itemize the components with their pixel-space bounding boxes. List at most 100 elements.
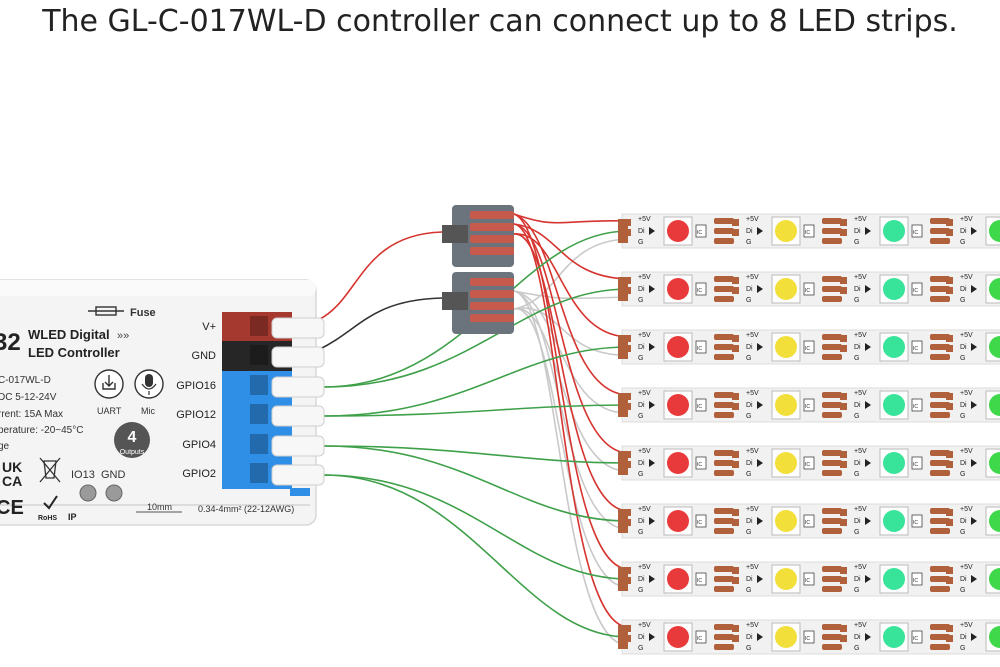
solder-pad	[624, 229, 631, 236]
pad-label-g: G	[960, 471, 965, 478]
connector-lever	[470, 247, 514, 255]
pad-label-5v: +5V	[960, 274, 973, 281]
ic-label: IC	[697, 346, 702, 352]
direction-arrow-icon	[971, 633, 977, 641]
pad-label-g: G	[960, 239, 965, 246]
pad-label-g: G	[638, 297, 643, 304]
resistor-pad	[714, 392, 734, 398]
strip-power-wire	[513, 213, 629, 224]
solder-pad	[946, 335, 953, 342]
led-light	[775, 336, 797, 358]
pad-label-di: Di	[960, 576, 967, 583]
pad-label-g: G	[960, 529, 965, 536]
ic-label: IC	[697, 230, 702, 236]
solder-pad	[946, 461, 953, 468]
solder-pad	[840, 219, 847, 226]
led-light	[667, 220, 689, 242]
rohs-label: RoHS	[38, 515, 57, 522]
direction-arrow-icon	[757, 401, 763, 409]
pad-label-5v: +5V	[746, 274, 759, 281]
pad-label-g: G	[746, 529, 751, 536]
ic-label: IC	[805, 346, 810, 352]
strip-end-pad	[618, 451, 628, 475]
resistor-pad	[822, 566, 842, 572]
resistor-pad	[930, 412, 950, 418]
resistor-pad	[714, 228, 734, 234]
resistor-pad	[930, 238, 950, 244]
resistor-pad	[714, 576, 734, 582]
ic-chip	[695, 282, 707, 296]
pad-label-g: G	[960, 587, 965, 594]
lever-connectors	[442, 205, 514, 334]
direction-arrow-icon	[865, 401, 871, 409]
pad-label-5v: +5V	[638, 390, 651, 397]
led-light	[989, 568, 1000, 590]
connector-lever	[470, 314, 514, 322]
solder-pad	[624, 519, 631, 526]
led-light	[775, 394, 797, 416]
outputs-count: 4	[128, 429, 137, 446]
direction-arrow-icon	[757, 517, 763, 525]
ic-chip	[695, 514, 707, 528]
ic-chip	[695, 224, 707, 238]
misc-spec: ge	[0, 441, 10, 452]
pad-label-di: Di	[746, 460, 753, 467]
resistor-pad	[822, 334, 842, 340]
solder-pad	[624, 625, 631, 632]
wire-spec: 0.34-4mm² (22-12AWG)	[198, 504, 294, 514]
pad-label-g: G	[746, 587, 751, 594]
resistor-pad	[714, 286, 734, 292]
solder-pad	[946, 635, 953, 642]
connector-lever	[470, 211, 514, 219]
terminal-lever	[271, 376, 325, 398]
pad-label-g: G	[638, 645, 643, 652]
pad-label-5v: +5V	[638, 506, 651, 513]
pad-label-5v: +5V	[746, 216, 759, 223]
pad-label-g: G	[960, 413, 965, 420]
solder-pad	[732, 345, 739, 352]
direction-arrow-icon	[865, 285, 871, 293]
rohs-check-icon	[43, 495, 58, 510]
pad-label-g: G	[638, 239, 643, 246]
pad-label-di: Di	[854, 518, 861, 525]
solder-pad	[840, 403, 847, 410]
ic-label: IC	[697, 462, 702, 468]
strip-ground-wire	[513, 290, 629, 530]
resistor-pad	[822, 644, 842, 650]
resistor-pad	[714, 354, 734, 360]
resistor-pad	[822, 624, 842, 630]
pad-label-g: G	[854, 587, 859, 594]
resistor-pad	[822, 238, 842, 244]
controller-title-line1: WLED Digital	[28, 327, 110, 342]
title-arrows: »»	[117, 330, 129, 342]
controller-title-line2: LED Controller	[28, 345, 120, 360]
direction-arrow-icon	[971, 517, 977, 525]
ic-label: IC	[913, 578, 918, 584]
resistor-pad	[822, 528, 842, 534]
solder-pad	[732, 509, 739, 516]
direction-arrow-icon	[865, 517, 871, 525]
power-wire	[317, 231, 443, 321]
direction-arrow-icon	[971, 227, 977, 235]
direction-arrow-icon	[971, 343, 977, 351]
solder-pad	[732, 567, 739, 574]
pad-label-g: G	[746, 413, 751, 420]
ic-chip	[803, 514, 815, 528]
direction-arrow-icon	[649, 633, 655, 641]
ic-chip	[803, 572, 815, 586]
ic-chip	[803, 340, 815, 354]
led-light	[667, 278, 689, 300]
solder-pad	[840, 461, 847, 468]
ic-chip	[911, 282, 923, 296]
solder-pad	[624, 451, 631, 458]
